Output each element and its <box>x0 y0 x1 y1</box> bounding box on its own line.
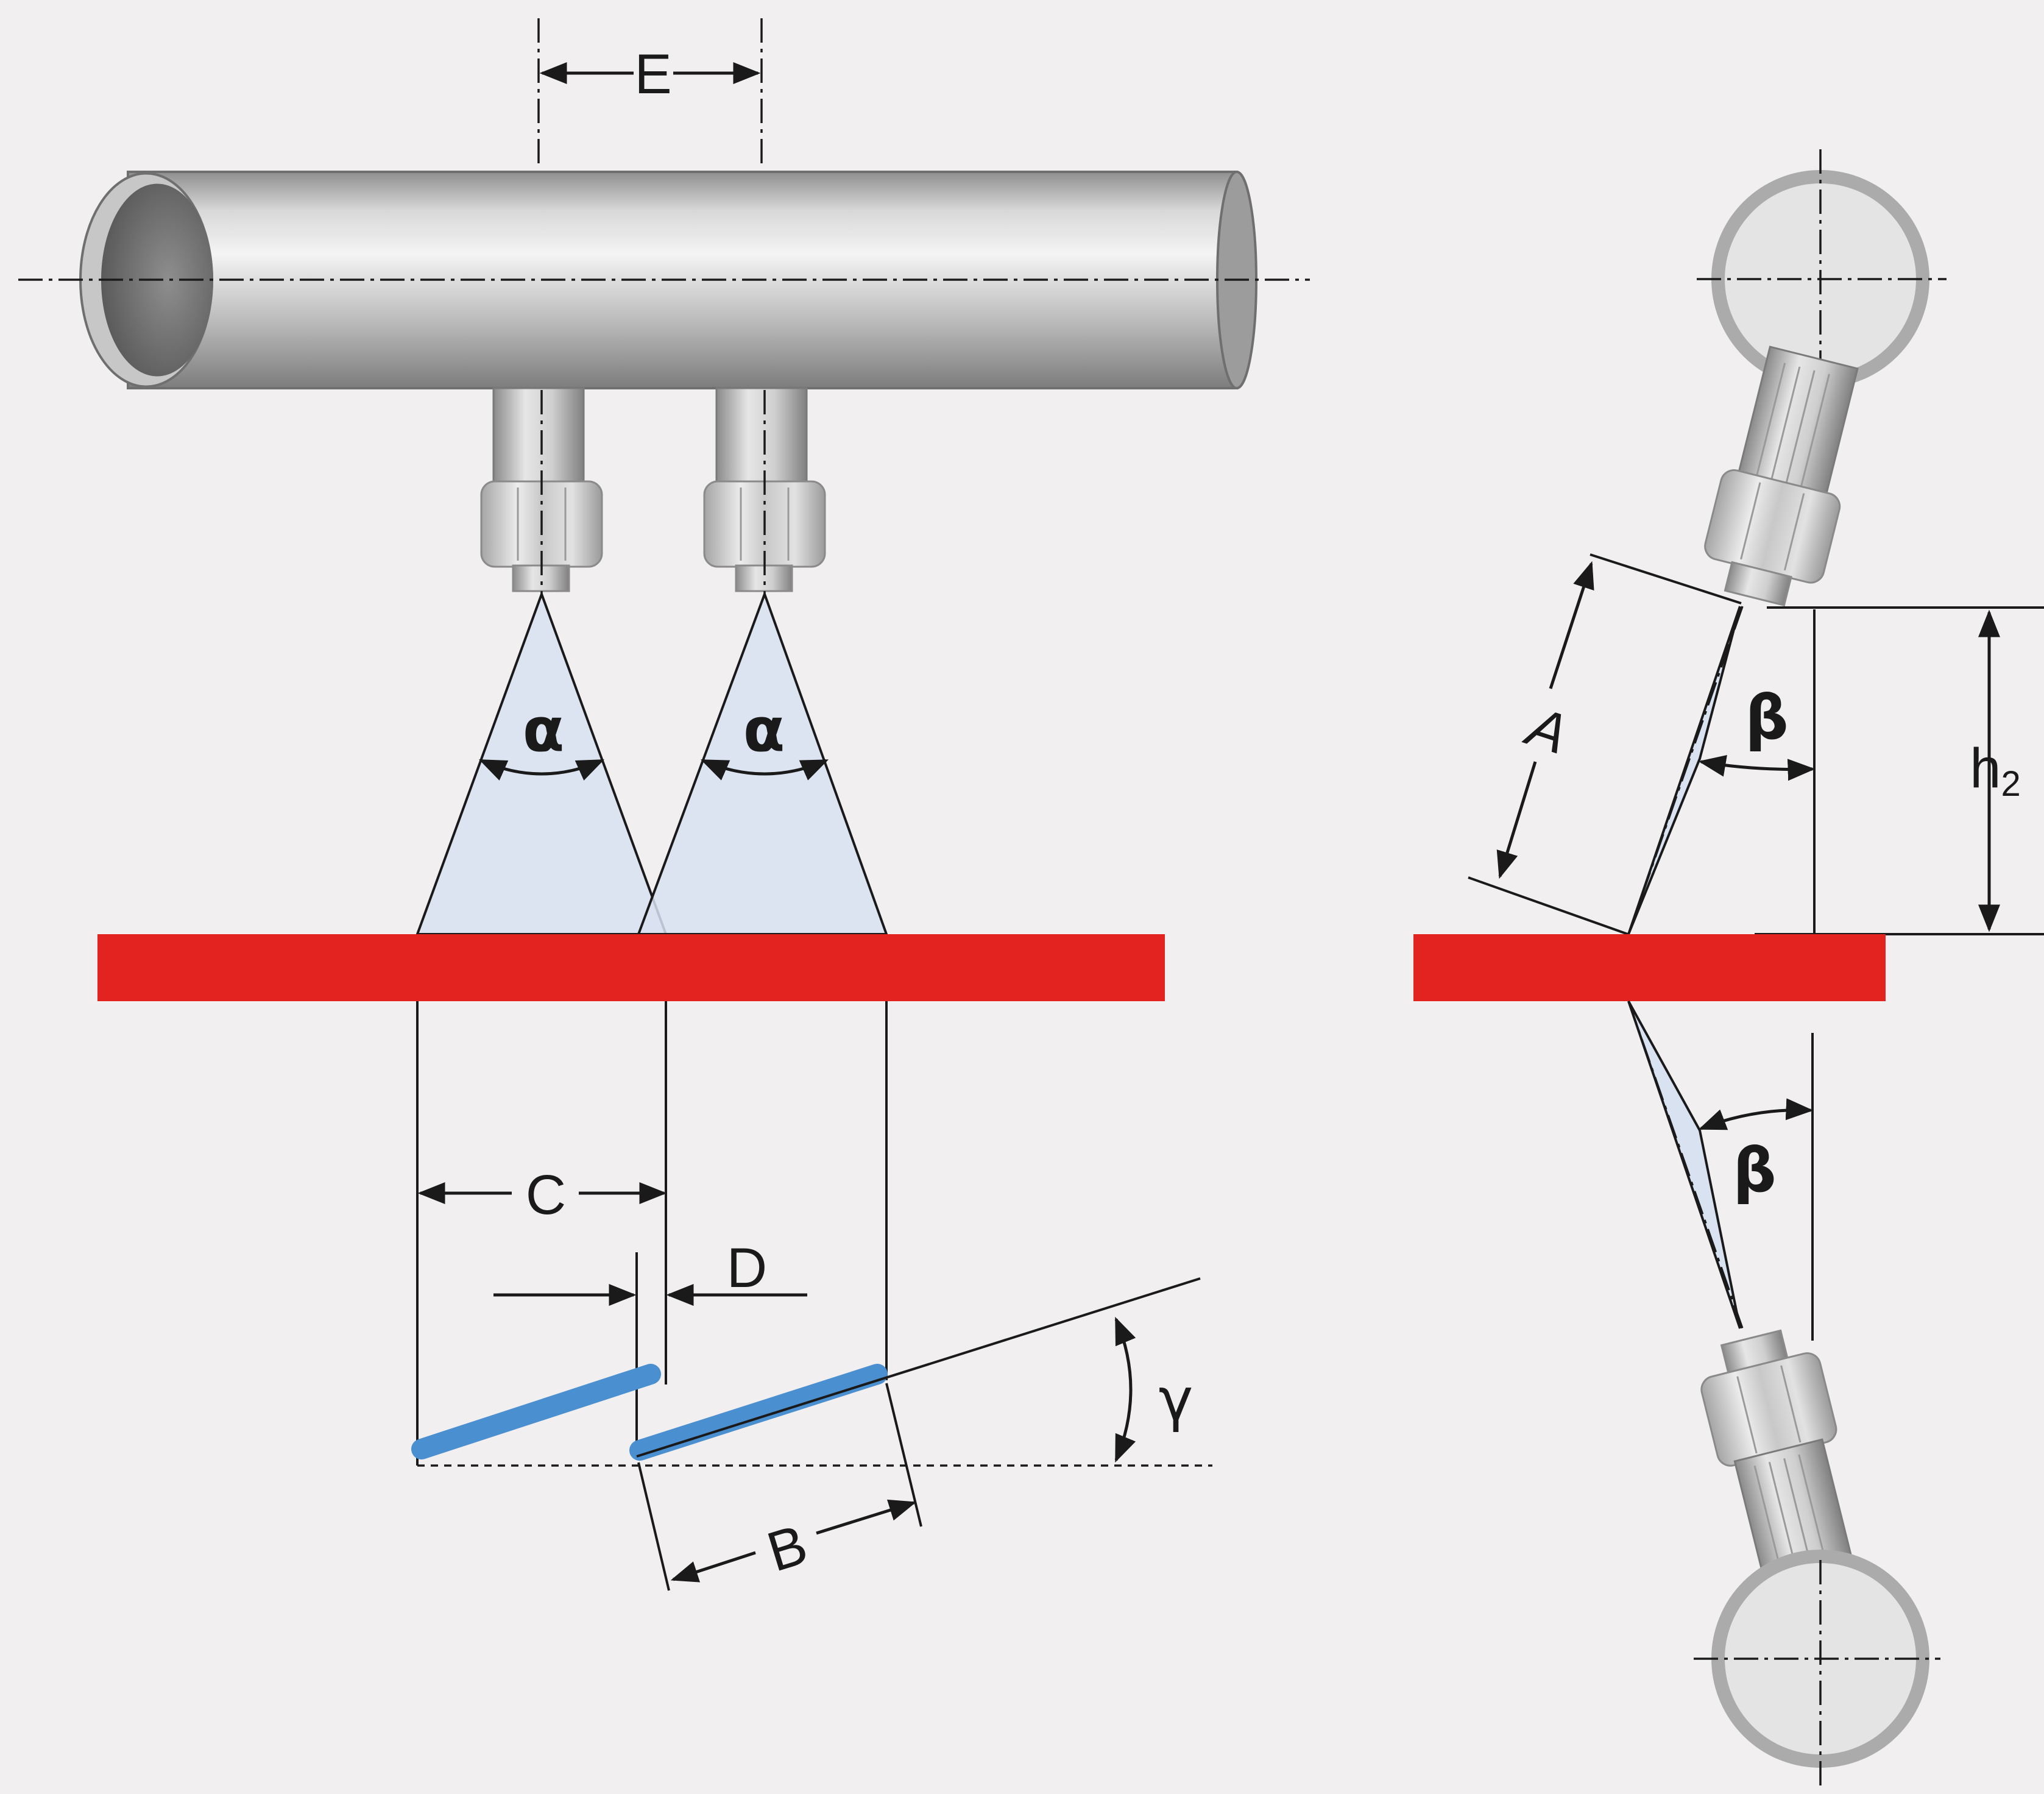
spray-target-line <box>629 1364 888 1461</box>
spray-surface <box>1413 934 1886 1001</box>
spray-angle-alpha-label: α <box>743 694 785 765</box>
dimension-a-label: A <box>1518 695 1575 767</box>
angle-gamma-label: γ <box>1159 1366 1194 1434</box>
dimension-d-label: D <box>727 1237 767 1299</box>
dimension-h2-label: h2 <box>1970 737 2020 804</box>
dimension-c-label: C <box>526 1164 566 1226</box>
dimension-b-label: B <box>760 1513 815 1583</box>
dimension-e-label: E <box>634 43 671 105</box>
angle-beta-label: β <box>1733 1135 1777 1206</box>
spray-surface <box>97 934 1165 1001</box>
nozzle-icon <box>1704 346 1859 607</box>
spray-angle-alpha-label: α <box>523 694 565 765</box>
spray-target-line <box>411 1364 661 1459</box>
angle-beta-label: β <box>1745 682 1789 753</box>
